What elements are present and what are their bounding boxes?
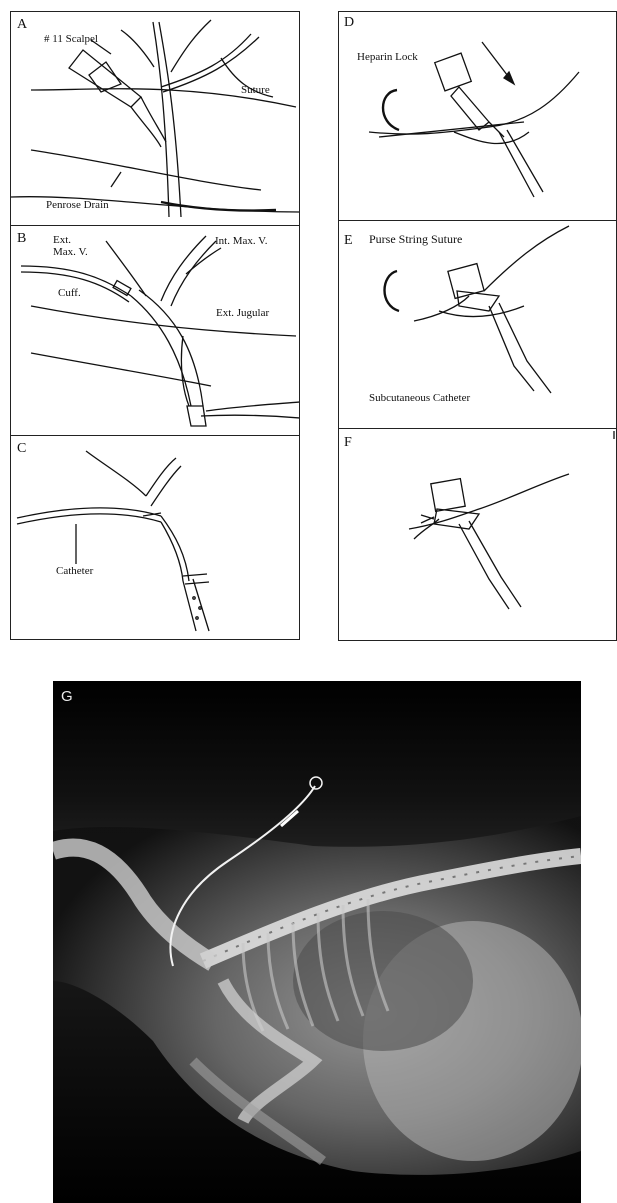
panel-f-drawing: [339, 429, 617, 641]
panel-c-label: C: [17, 442, 26, 456]
cuff-label: Cuff.: [58, 288, 81, 300]
panel-a-label: A: [17, 18, 27, 32]
panel-d-drawing: [339, 12, 617, 221]
purse-string-suture-label: Purse String Suture: [369, 233, 462, 246]
heparin-lock-label: Heparin Lock: [357, 52, 418, 64]
int-max-v-label: Int. Max. V.: [215, 236, 267, 248]
panel-d: D Heparin Lock: [338, 11, 617, 221]
suture-label-a: Suture: [241, 85, 270, 97]
ext-jugular-label: Ext. Jugular: [216, 308, 269, 320]
panel-g-xray: G: [53, 681, 581, 1203]
scalpel-label: # 11 Scalpel: [44, 34, 98, 46]
panel-b-label: B: [17, 232, 26, 246]
subcutaneous-catheter-label: Subcutaneous Catheter: [369, 393, 470, 405]
panel-e: E Purse String Suture Subcutaneous Cathe…: [338, 221, 617, 433]
panel-e-label: E: [344, 234, 353, 248]
penrose-drain-label: Penrose Drain: [46, 200, 109, 212]
ext-max-v-label: Ext. Max. V.: [53, 235, 93, 258]
panel-d-label: D: [344, 16, 354, 30]
panel-f-label: F: [344, 436, 352, 450]
panel-a: A # 11 Scalpel Suture Penrose Drain: [10, 11, 300, 226]
catheter-label: Catheter: [56, 566, 93, 578]
panel-c-drawing: [11, 436, 300, 640]
panel-c: C Catheter: [10, 435, 300, 640]
panel-b: B Ext. Max. V. Int. Max. V. Cuff. Ext. J…: [10, 225, 300, 436]
panel-f: F: [338, 428, 617, 641]
panel-g-label: G: [61, 689, 73, 704]
xray-image: [53, 681, 581, 1203]
